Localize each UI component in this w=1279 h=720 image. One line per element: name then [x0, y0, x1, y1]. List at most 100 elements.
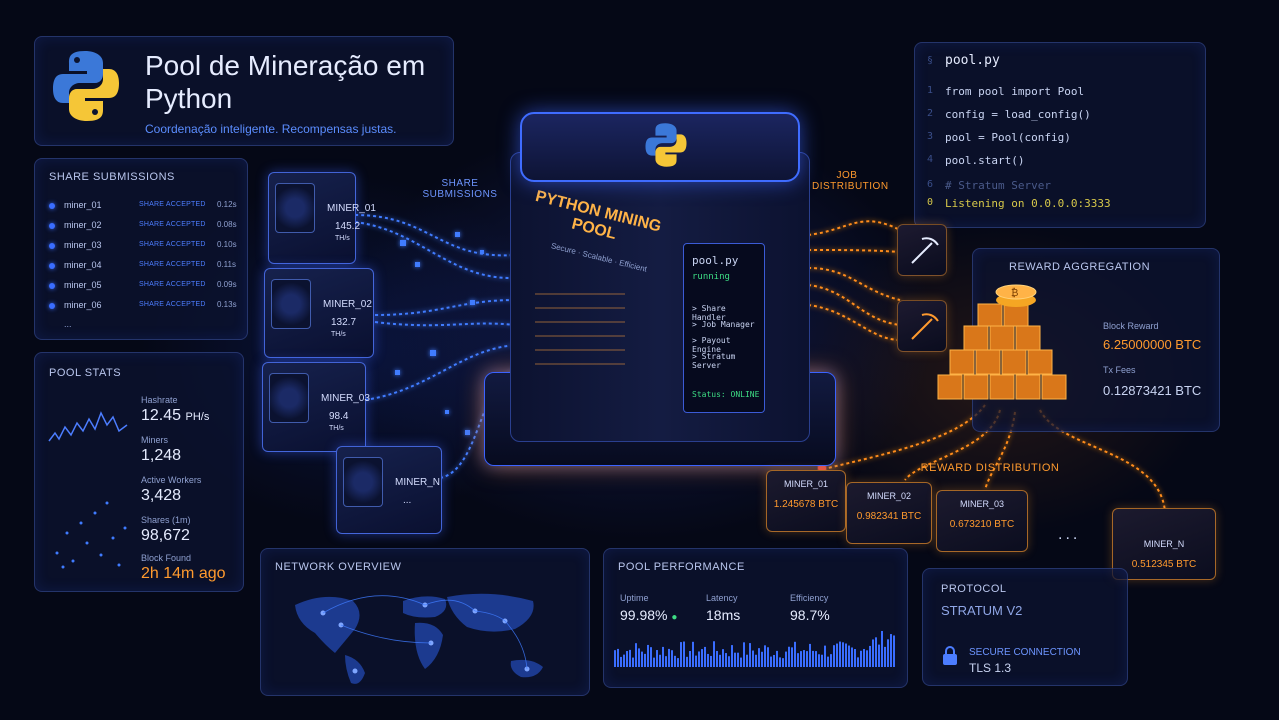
workers-label: Active Workers: [141, 475, 202, 485]
mining-pool-server[interactable]: PYTHON MINING POOL Secure · Scalable · E…: [510, 112, 810, 442]
performance-bar: [797, 653, 799, 667]
performance-bars: [614, 630, 895, 667]
performance-bar: [734, 652, 736, 667]
performance-bar: [656, 650, 658, 667]
performance-bar: [743, 642, 745, 667]
job-distribution-flow-label: Job Distribution: [812, 170, 889, 192]
performance-bar: [803, 650, 805, 667]
performance-bar: [659, 654, 661, 667]
miner-name: MINER_N: [395, 477, 441, 488]
shares-scatter: [55, 501, 127, 569]
uptime-label: Uptime: [620, 593, 649, 603]
performance-bar: [731, 645, 733, 667]
block-found-label: Block Found: [141, 553, 192, 563]
share-submissions-flow-label: Share Submissions: [422, 178, 498, 200]
status-dot-icon: [49, 243, 55, 249]
share-time: 0.10s: [217, 240, 237, 249]
performance-bar: [653, 657, 655, 667]
performance-bar: [779, 657, 781, 667]
block-reward-value: 6.25000000 BTC: [1103, 337, 1202, 352]
share-submissions-title: Share Submissions: [49, 171, 175, 183]
shares-value: 98,672: [141, 527, 190, 544]
pickaxe-icon: [911, 237, 939, 264]
performance-bar: [716, 650, 718, 667]
performance-bar: [665, 656, 667, 667]
status-dot-icon: [49, 203, 55, 209]
reward-miner-value: 1.245678 BTC: [773, 499, 839, 510]
more-indicator: ...: [64, 319, 72, 329]
performance-bar: [773, 654, 775, 667]
share-status: SHARE ACCEPTED: [139, 301, 206, 308]
server-status-line: Status: ONLINE: [692, 390, 760, 399]
tls-value: TLS 1.3: [969, 661, 1012, 675]
performance-bar: [722, 649, 724, 667]
reward-miner-name: MINER_N: [1143, 539, 1185, 549]
job-node[interactable]: [897, 300, 947, 352]
reward-miner-card[interactable]: MINER_03 0.673210 BTC: [936, 490, 1028, 552]
performance-bar: [839, 641, 841, 667]
status-dot-icon: [49, 283, 55, 289]
uptime-value: 99.98% ●: [620, 607, 678, 623]
secure-connection-label: SECURE CONNECTION: [969, 647, 1081, 658]
performance-bar: [713, 641, 715, 667]
network-overview-panel: Network Overview: [260, 548, 590, 696]
performance-bar: [845, 643, 847, 667]
miner-card[interactable]: MINER_N ...: [336, 446, 442, 534]
protocol-title: Protocol: [941, 583, 1007, 595]
miners-label: Miners: [141, 435, 169, 445]
page-title: Pool de Mineração em Python: [145, 50, 426, 114]
status-dot-icon: [49, 263, 55, 269]
performance-bar: [650, 647, 652, 667]
performance-bar: [752, 650, 754, 667]
miner-card[interactable]: MINER_01 145.2 TH/s: [268, 172, 376, 264]
performance-bar: [770, 656, 772, 667]
world-map-icon: [295, 593, 543, 684]
performance-bar: [617, 648, 619, 667]
performance-bar: [749, 643, 751, 667]
performance-bar: [689, 651, 691, 667]
pool-stats-title: Pool Stats: [49, 367, 122, 379]
module-item: > Share Handler: [692, 304, 726, 322]
miners-value: 1,248: [141, 447, 182, 464]
miner-name: MINER_02: [323, 299, 372, 310]
performance-bar: [872, 639, 874, 667]
reward-miner-card[interactable]: MINER_01 1.245678 BTC: [766, 470, 846, 532]
reward-miner-card[interactable]: MINER_N 0.512345 BTC: [1112, 508, 1216, 580]
performance-bar: [863, 648, 865, 667]
job-node[interactable]: [897, 224, 947, 276]
performance-bar: [851, 647, 853, 667]
performance-bar: [629, 649, 631, 667]
performance-bar: [638, 648, 640, 667]
performance-bar: [791, 647, 793, 667]
server-screen: pool.py running > Share Handler > Job Ma…: [683, 243, 765, 413]
performance-bar: [833, 645, 835, 667]
performance-bar: [800, 651, 802, 667]
performance-bar: [854, 649, 856, 667]
miner-name: miner_06: [64, 300, 102, 310]
miner-card[interactable]: MINER_02 132.7 TH/s: [264, 268, 374, 358]
performance-bar: [635, 643, 637, 667]
performance-bar: [881, 630, 883, 667]
share-time: 0.09s: [217, 280, 237, 289]
performance-bar: [692, 641, 694, 667]
performance-bar: [698, 651, 700, 667]
fan-icon: [343, 457, 383, 507]
reward-aggregation-title: Reward Aggregation: [1009, 261, 1151, 273]
reward-miner-card[interactable]: MINER_02 0.982341 BTC: [846, 482, 932, 544]
performance-bar: [668, 648, 670, 667]
performance-bar: [848, 645, 850, 667]
reward-distribution-flow-label: Reward Distribution: [920, 462, 1060, 474]
miner-card[interactable]: MINER_03 98.4 TH/s: [262, 362, 370, 452]
miner-hashrate: 98.4 TH/s: [329, 411, 349, 432]
screen-filename: pool.py: [692, 254, 739, 267]
miner-name: miner_03: [64, 240, 102, 250]
protocol-value: STRATUM V2: [941, 603, 1023, 618]
tagline: Coordenação inteligente. Recompensas jus…: [145, 122, 397, 136]
